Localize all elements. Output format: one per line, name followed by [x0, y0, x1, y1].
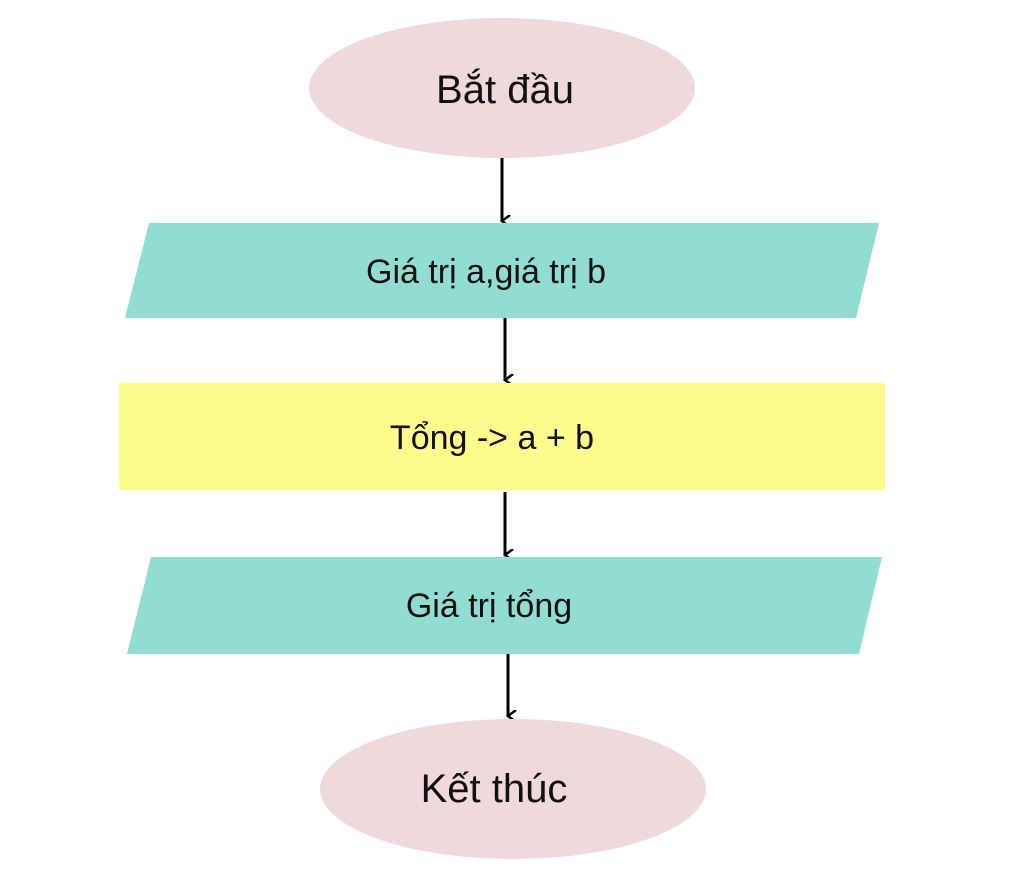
output-label: Giá trị tổng [406, 587, 572, 625]
output-parallelogram [127, 557, 882, 654]
output-node: Giá trị tổng [127, 557, 882, 654]
process-rect [119, 383, 885, 490]
process-node: Tổng -> a + b [119, 383, 885, 490]
input-node: Giá trị a,giá trị b [125, 223, 879, 318]
end-ellipse [320, 719, 706, 859]
start-node: Bắt đầu [309, 18, 695, 158]
process-label: Tổng -> a + b [390, 419, 594, 457]
input-label: Giá trị a,giá trị b [366, 253, 606, 291]
start-label: Bắt đầu [436, 67, 574, 112]
end-label: Kết thúc [421, 767, 568, 811]
start-ellipse [309, 18, 695, 158]
input-parallelogram [125, 223, 879, 318]
end-node: Kết thúc [320, 719, 706, 859]
